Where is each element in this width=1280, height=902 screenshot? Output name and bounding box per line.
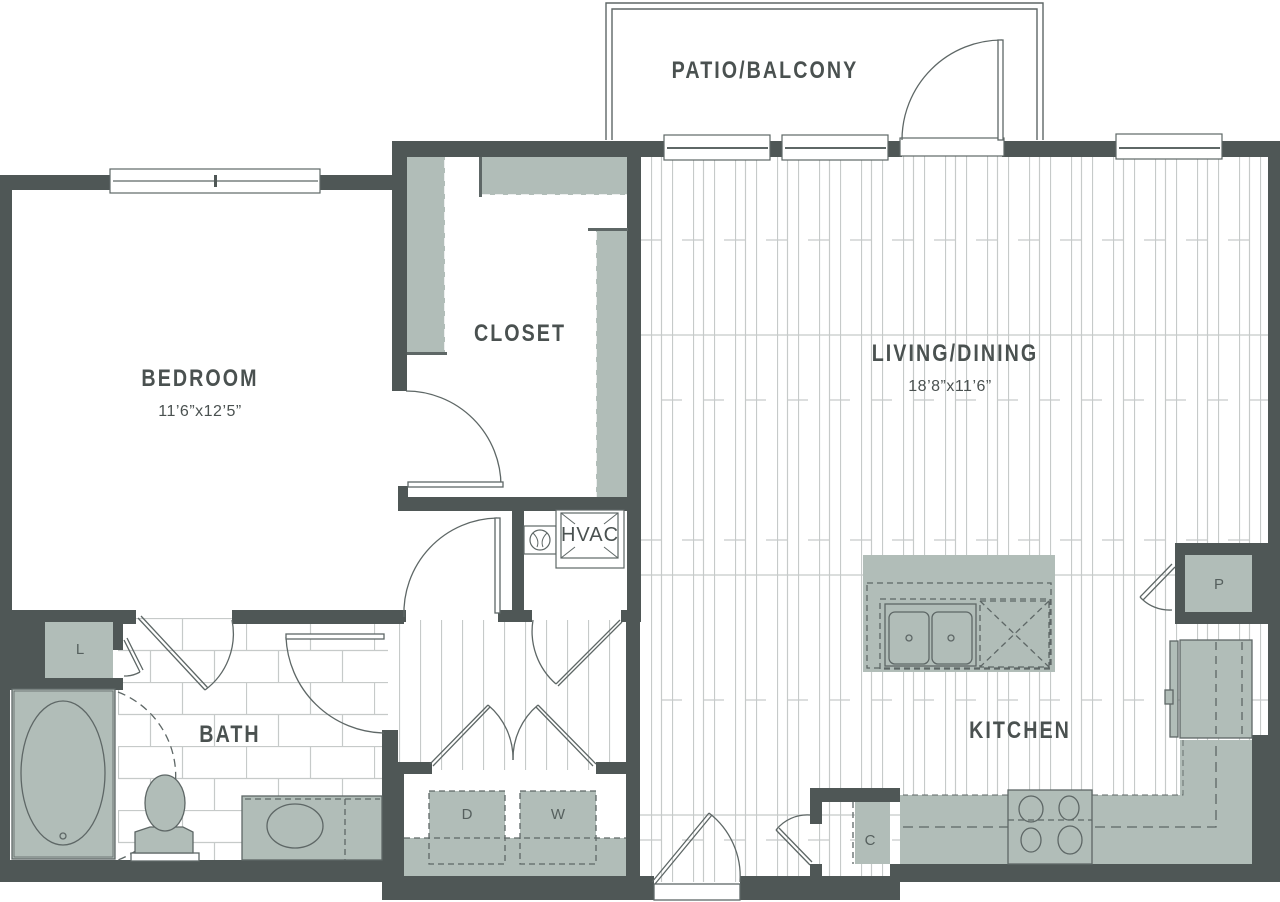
hvac-closet-door <box>531 619 623 687</box>
doors <box>123 39 1176 901</box>
living-floor <box>640 156 1270 882</box>
living-window-2 <box>781 134 889 161</box>
hvac-unit <box>523 509 625 569</box>
bathtub <box>11 688 177 861</box>
dryer <box>428 790 506 865</box>
toilet <box>130 774 200 862</box>
laundry-fixtures <box>404 790 626 876</box>
living-dining-dimensions: 18’8”x11’6” <box>908 378 992 395</box>
sink-right <box>931 611 973 665</box>
living-dining-label: LIVING/DINING <box>871 340 1039 367</box>
living-window-1 <box>663 134 771 161</box>
closet-label: CLOSET <box>473 320 567 347</box>
linen-closet <box>45 622 113 678</box>
patio-door <box>901 39 1004 141</box>
bedroom-dimensions: 11’6”x12’5” <box>158 403 242 420</box>
kitchen-counters <box>852 555 1253 865</box>
linen-closet-label: L <box>75 641 85 658</box>
coat-closet-door <box>775 814 813 866</box>
bath-linen-bifold <box>123 615 235 691</box>
closet-shelves <box>407 157 628 497</box>
refrigerator <box>1164 639 1253 739</box>
pantry-label: P <box>1213 576 1224 593</box>
windows <box>109 133 1223 194</box>
bedroom-label: BEDROOM <box>141 365 259 392</box>
pantry <box>1185 555 1252 612</box>
kitchen-label: KITCHEN <box>969 717 1071 744</box>
dishwasher <box>979 600 1050 668</box>
bath-door <box>285 633 385 734</box>
bath-label: BATH <box>199 721 261 748</box>
kitchen-island <box>863 555 1055 672</box>
entry-door <box>651 812 741 901</box>
coat-closet-label: C <box>864 832 876 849</box>
washer <box>519 790 597 865</box>
patio-balcony-label: PATIO/BALCONY <box>671 57 859 84</box>
pantry-door <box>1139 563 1176 611</box>
washer-label: W <box>550 806 566 823</box>
coat-closet <box>852 802 890 864</box>
laundry-bifold-doors <box>429 704 597 767</box>
hall-door-to-bedroom <box>403 517 501 618</box>
patio-railing <box>605 2 1044 140</box>
vanity-sink <box>241 795 383 861</box>
bedroom-window <box>109 168 321 194</box>
bath-fixtures <box>11 622 383 862</box>
walls <box>0 141 1280 900</box>
living-window-3 <box>1115 133 1223 160</box>
water-heater-icon <box>529 529 551 551</box>
stove <box>1007 789 1093 865</box>
sink-left <box>888 611 930 665</box>
dryer-label: D <box>461 806 473 823</box>
hvac-label: HVAC <box>560 524 620 546</box>
patio-door-threshold <box>899 137 1005 157</box>
bedroom-closet-door <box>405 390 504 488</box>
